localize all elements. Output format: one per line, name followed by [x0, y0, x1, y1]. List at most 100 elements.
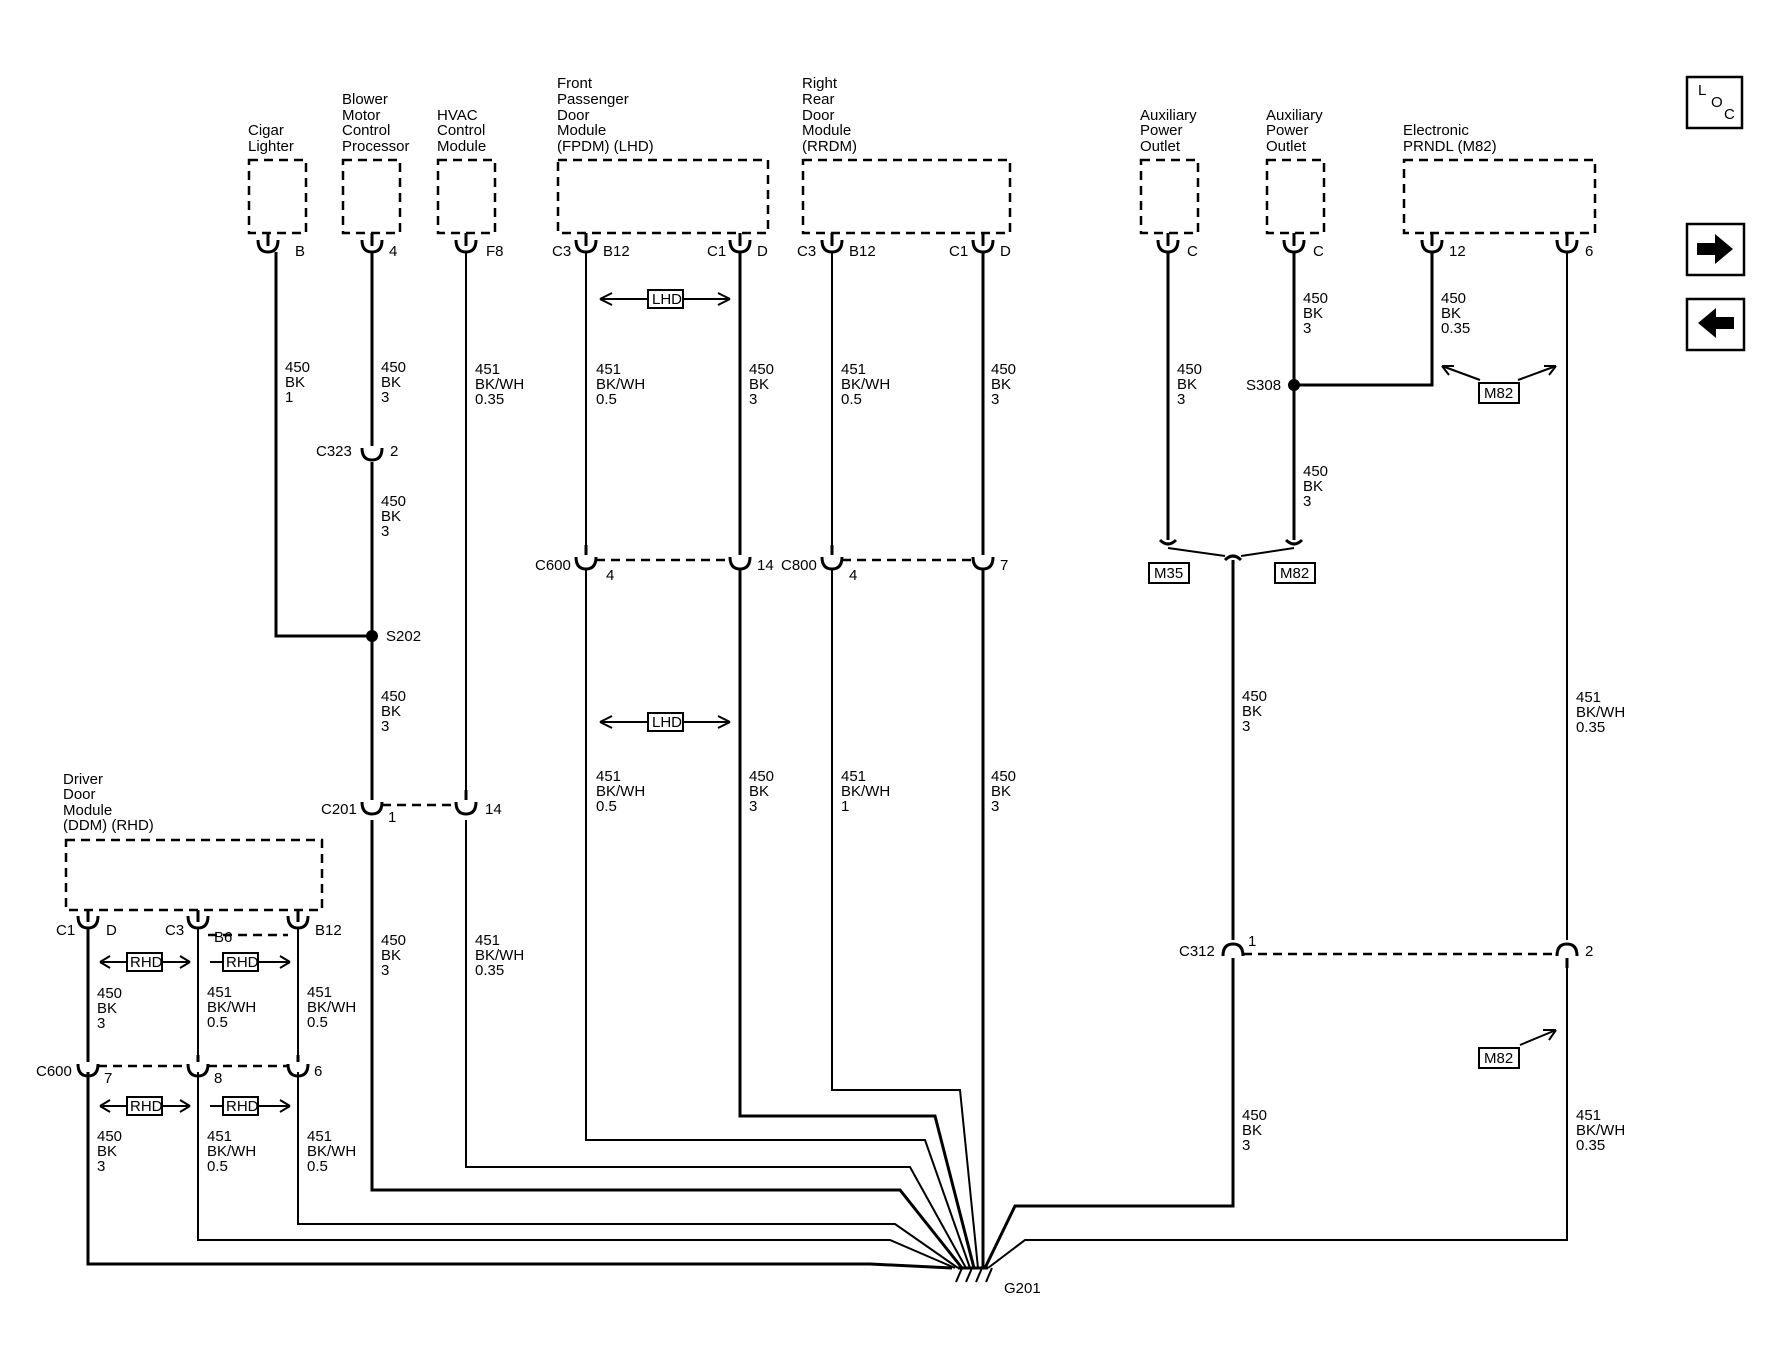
apo2-pin-label: C	[1313, 243, 1324, 260]
fpdm-c3-label: C3	[552, 243, 571, 260]
svg-text:Door: Door	[802, 107, 835, 124]
svg-text:BK/WH: BK/WH	[307, 1143, 356, 1160]
arrow-right-icon	[1697, 234, 1733, 264]
svg-text:3: 3	[1177, 391, 1185, 408]
c600-dd-label: C600	[36, 1063, 72, 1080]
svg-text:3: 3	[381, 718, 389, 735]
svg-text:BK: BK	[381, 947, 401, 964]
rrdm-c3-label: C3	[797, 243, 816, 260]
svg-text:450: 450	[381, 688, 406, 705]
svg-text:Power: Power	[1140, 122, 1183, 139]
svg-text:450: 450	[381, 932, 406, 949]
svg-text:3: 3	[749, 391, 757, 408]
lhd-tag-bottom: LHD	[599, 712, 731, 732]
svg-text:BK: BK	[97, 1143, 117, 1160]
c201-pin-b: 14	[485, 801, 502, 818]
m82-tag-aux: M82	[1274, 562, 1316, 584]
svg-text:RHD: RHD	[226, 954, 259, 971]
ddm-c1-label: C1	[56, 922, 75, 939]
svg-text:451: 451	[596, 361, 621, 378]
svg-text:0.5: 0.5	[207, 1014, 228, 1031]
svg-text:RHD: RHD	[130, 954, 163, 971]
svg-text:0.5: 0.5	[307, 1014, 328, 1031]
svg-text:3: 3	[749, 798, 757, 815]
svg-text:LHD: LHD	[652, 714, 682, 731]
c201-pin-a: 1	[388, 809, 396, 826]
prev-page-button[interactable]	[1685, 297, 1746, 352]
svg-text:451: 451	[1576, 689, 1601, 706]
svg-text:BK/WH: BK/WH	[207, 1143, 256, 1160]
fpdm-b12-label: B12	[603, 243, 630, 260]
svg-text:0.35: 0.35	[1576, 1137, 1605, 1154]
svg-text:Module: Module	[437, 138, 486, 155]
svg-text:3: 3	[381, 389, 389, 406]
svg-text:BK: BK	[1303, 305, 1323, 322]
rrdm-d-label: D	[1000, 243, 1011, 260]
svg-text:Module: Module	[557, 122, 606, 139]
prndl-pin6-label: 6	[1585, 243, 1593, 260]
apo1-pin-label: C	[1187, 243, 1198, 260]
svg-text:BK: BK	[381, 508, 401, 525]
svg-text:BK: BK	[1303, 478, 1323, 495]
loc-button[interactable]: L O C	[1685, 75, 1744, 130]
loc-letter-l: L	[1698, 82, 1706, 99]
next-page-button[interactable]	[1685, 222, 1746, 277]
svg-text:451: 451	[207, 1128, 232, 1145]
s202-label: S202	[386, 628, 421, 645]
svg-text:M35: M35	[1154, 565, 1183, 582]
rrdm-c1-label: C1	[949, 243, 968, 260]
svg-text:450: 450	[991, 768, 1016, 785]
svg-text:450: 450	[1177, 361, 1202, 378]
svg-text:3: 3	[991, 798, 999, 815]
svg-text:Outlet: Outlet	[1266, 138, 1307, 155]
rhd-tag-bottom-left: RHD	[99, 1096, 191, 1116]
svg-text:451: 451	[475, 932, 500, 949]
prndl-label: Electronic PRNDL (M82)	[1403, 122, 1497, 155]
svg-text:3: 3	[97, 1158, 105, 1175]
rrdm-box	[801, 158, 1012, 235]
svg-text:LHD: LHD	[652, 291, 682, 308]
svg-text:Module: Module	[802, 122, 851, 139]
c312-pin-a: 1	[1248, 933, 1256, 950]
c600-fp-pin-a: 4	[606, 567, 614, 584]
c600-fp-pin-b: 14	[757, 557, 774, 574]
svg-text:BK/WH: BK/WH	[841, 376, 890, 393]
svg-text:450: 450	[97, 985, 122, 1002]
c800-label: C800	[781, 557, 817, 574]
svg-text:0.35: 0.35	[1576, 719, 1605, 736]
svg-text:Electronic: Electronic	[1403, 122, 1469, 139]
svg-text:Cigar: Cigar	[248, 122, 284, 139]
svg-text:Auxiliary: Auxiliary	[1266, 107, 1323, 124]
cigar-lighter-label: Cigar Lighter	[248, 122, 294, 155]
svg-text:BK/WH: BK/WH	[307, 999, 356, 1016]
prndl-box	[1402, 158, 1597, 235]
rrdm-b12-label: B12	[849, 243, 876, 260]
rrdm-label: Right Rear Door Module (RRDM)	[802, 75, 857, 155]
c600-dd-pin-c: 6	[314, 1063, 322, 1080]
svg-text:BK/WH: BK/WH	[841, 783, 890, 800]
svg-text:(DDM) (RHD): (DDM) (RHD)	[63, 817, 154, 834]
svg-text:450: 450	[381, 359, 406, 376]
svg-text:Rear: Rear	[802, 91, 835, 108]
svg-text:BK: BK	[381, 703, 401, 720]
fpdm-label: Front Passenger Door Module (FPDM) (LHD)	[557, 75, 654, 155]
ddm-c3-label: C3	[165, 922, 184, 939]
svg-text:451: 451	[307, 1128, 332, 1145]
